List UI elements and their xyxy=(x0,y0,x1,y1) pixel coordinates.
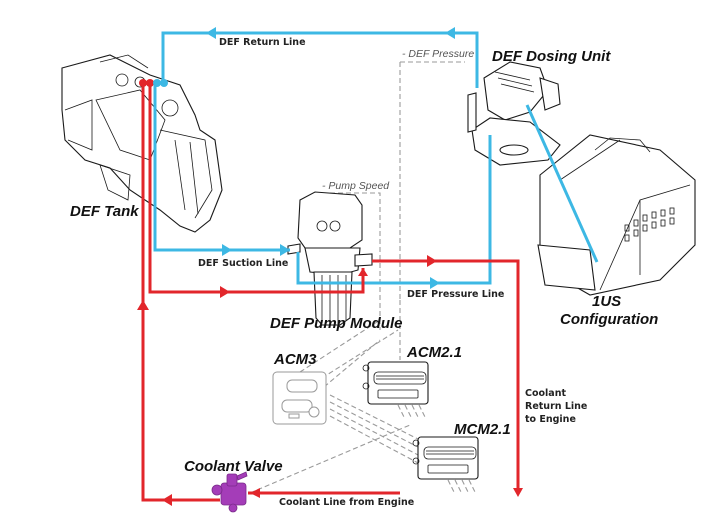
acm-harness-wire-2 xyxy=(321,329,399,379)
def-pressure-arrow xyxy=(430,277,440,289)
pump-speed-signal-wire xyxy=(322,192,381,330)
def-return-arrow-1 xyxy=(206,27,216,39)
coolant-up-arrow xyxy=(137,300,149,310)
def-return-arrow-2 xyxy=(445,27,455,39)
coolant-from-engine-label: Coolant Line from Engine xyxy=(279,497,414,508)
def-suction-arrow-2 xyxy=(280,244,290,256)
coolant-valve-illustration xyxy=(211,471,248,513)
coolant-from-engine-arrow xyxy=(250,488,260,498)
pump-speed-signal-label: - Pump Speed xyxy=(322,180,390,192)
acm3-to-mcm-wire-4 xyxy=(329,415,421,465)
coolant-valve-signal-wire xyxy=(249,424,411,494)
signal-wires xyxy=(249,61,476,494)
def-suction-line-label: DEF Suction Line xyxy=(198,258,288,269)
acm21-illustration xyxy=(362,361,429,405)
coolant-line-arrows xyxy=(137,255,523,506)
signal-labels: - DEF Pressure - Pump Speed xyxy=(322,48,474,192)
def-tank-label: DEF Tank xyxy=(70,203,139,220)
configuration-label-line2: Configuration xyxy=(560,311,658,328)
coolant-valve-label: Coolant Valve xyxy=(184,458,283,475)
dosing-to-aftertreatment-line xyxy=(525,104,599,263)
coolant-return-to-engine-line xyxy=(372,259,520,493)
acm3-to-mcm-wire-3 xyxy=(329,408,421,457)
line-labels: DEF Return Line DEF Suction Line DEF Pre… xyxy=(198,37,587,508)
acm3-to-mcm-wire-2 xyxy=(329,401,421,449)
def-pump-module-illustration xyxy=(287,191,373,326)
coolant-lines xyxy=(141,85,520,502)
def-return-line xyxy=(161,31,479,88)
def-pressure-line xyxy=(296,135,492,285)
def-pressure-line-label: DEF Pressure Line xyxy=(407,289,504,300)
acm3-illustration xyxy=(272,371,327,425)
def-pressure-signal-label: - DEF Pressure xyxy=(402,48,474,60)
coolant-supply-to-tank-line xyxy=(141,85,220,502)
tank-fittings xyxy=(139,79,168,87)
aftertreatment-vents xyxy=(624,207,675,242)
mcm21-pins xyxy=(447,479,476,493)
def-suction-line xyxy=(153,82,290,252)
acm21-label: ACM2.1 xyxy=(406,344,462,361)
coolant-return-label-line2: Return Line xyxy=(525,401,587,412)
coolant-return-label-line1: Coolant xyxy=(525,388,566,399)
def-suction-arrow-1 xyxy=(222,244,232,256)
acm3-label: ACM3 xyxy=(273,351,317,368)
def-return-line-label: DEF Return Line xyxy=(219,37,306,48)
mcm21-label: MCM2.1 xyxy=(454,421,511,438)
coolant-return-down-arrow xyxy=(513,488,523,497)
mcm21-illustration xyxy=(412,436,479,480)
def-line-arrows xyxy=(206,27,455,289)
coolant-tank-to-pump-arrow xyxy=(220,286,230,298)
def-dosing-unit-label: DEF Dosing Unit xyxy=(492,48,611,65)
acm3-to-mcm-wire-1 xyxy=(329,394,421,441)
acm-harness-wire-3 xyxy=(317,339,381,393)
coolant-tank-to-pump-line xyxy=(148,85,365,294)
coolant-pump-up-arrow xyxy=(358,268,368,276)
def-pump-module-label: DEF Pump Module xyxy=(270,315,403,332)
def-pressure-signal-wire xyxy=(399,61,465,360)
coolant-to-tank-arrow xyxy=(162,494,172,506)
def-lines xyxy=(153,31,599,285)
aftertreatment-illustration xyxy=(537,134,696,296)
component-labels: DEF Tank DEF Dosing Unit DEF Pump Module… xyxy=(70,48,658,475)
acm21-pins xyxy=(397,404,426,418)
configuration-label-line1: 1US xyxy=(592,293,621,310)
coolant-return-label-line3: to Engine xyxy=(525,414,576,425)
coolant-return-arrow xyxy=(427,255,437,267)
